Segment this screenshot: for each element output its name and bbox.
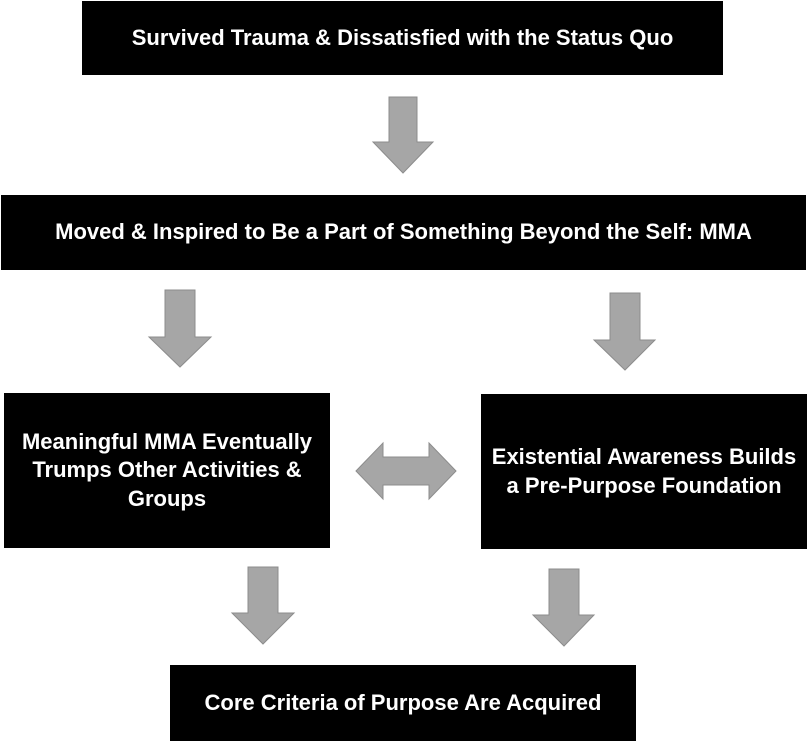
arrow-right-to-bottom [531, 568, 596, 647]
node-moved-inspired-label: Moved & Inspired to Be a Part of Somethi… [55, 219, 752, 245]
node-moved-inspired: Moved & Inspired to Be a Part of Somethi… [1, 195, 806, 270]
double-arrow-left-right [355, 441, 457, 501]
node-survived-trauma-label: Survived Trauma & Dissatisfied with the … [131, 24, 674, 50]
node-core-criteria-label: Core Criteria of Purpose Are Acquired [204, 689, 602, 715]
arrow-left-to-bottom [230, 566, 296, 645]
arrow-middle-to-right [592, 292, 657, 371]
node-existential-awareness-label: Existential Awareness Builds a Pre-Purpo… [491, 443, 797, 498]
arrow-middle-to-left [147, 289, 213, 368]
node-meaningful-mma-label: Meaningful MMA Eventually Trumps Other A… [21, 428, 313, 511]
arrow-top-to-middle [371, 96, 435, 174]
node-existential-awareness: Existential Awareness Builds a Pre-Purpo… [481, 394, 807, 549]
node-survived-trauma: Survived Trauma & Dissatisfied with the … [82, 1, 723, 75]
node-meaningful-mma: Meaningful MMA Eventually Trumps Other A… [4, 393, 330, 548]
node-core-criteria: Core Criteria of Purpose Are Acquired [170, 665, 636, 741]
